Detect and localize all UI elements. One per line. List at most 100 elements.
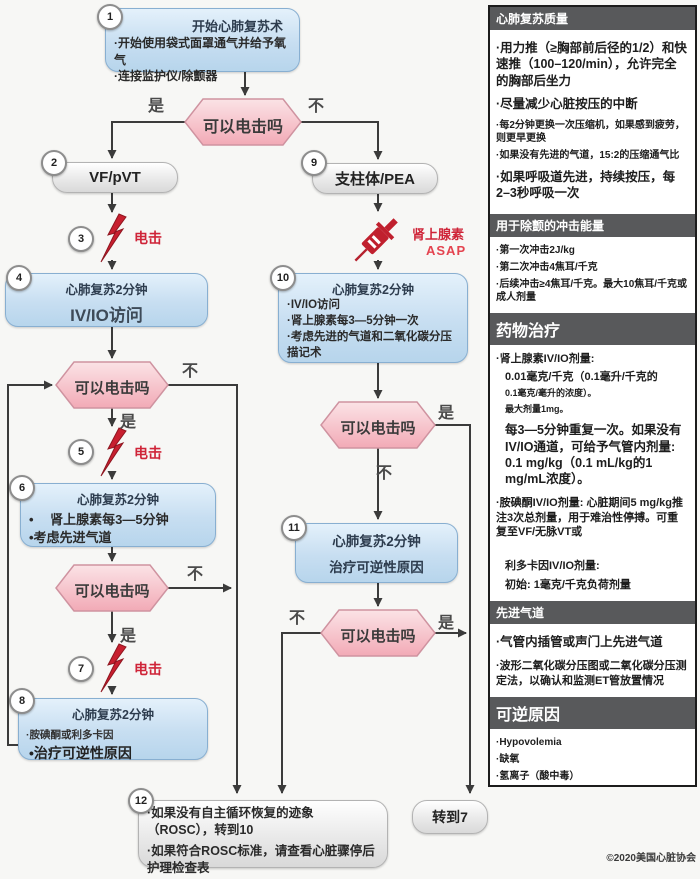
edge-label-no: 不 [289,610,306,627]
node-text: 心肺复苏2分钟 [332,534,421,549]
node-bullet: • 肾上腺素每3—5分钟 [29,512,169,527]
epinephrine-label: 肾上腺素 [412,227,465,242]
step-number-3: 3 [68,226,94,252]
decision-hexagon [320,609,436,657]
sidebar-section-shock-energy: 用于除颤的冲击能量 ·第一次冲击2J/kg·第二次冲击4焦耳/千克·后续冲击≥4… [490,213,695,313]
edge-label-no: 不 [308,98,325,115]
lightning-bolt-icon [100,427,127,477]
node-bullet: ·连接监护仪/除颤器 [114,69,218,84]
sidebar-item: 初始: 1毫克/千克负荷剂量 [505,578,631,591]
step-number-4: 4 [6,265,32,291]
node-title: 心肺复苏2分钟 [65,283,148,297]
section-header: 用于除颤的冲击能量 [490,213,695,237]
connector-lines [7,72,475,794]
sidebar-item: ·后续冲击≥4焦耳/千克。最大10焦耳/千克或成人剂量 [496,278,688,303]
section-body: ·第一次冲击2J/kg·第二次冲击4焦耳/千克·后续冲击≥4焦耳/千克。最大10… [490,237,695,313]
decision-label: 可以电击吗 [340,420,416,437]
node-bullet: ·肾上腺素每3—5分钟一次 [287,314,419,327]
step-number-8: 8 [9,688,35,714]
edge-label-yes: 是 [438,615,455,632]
node-asystole-pea: 支柱体/PEA [312,163,438,194]
edge-label-no: 不 [376,465,393,482]
node-title: 开始心肺复苏术 [191,19,283,34]
node-title: 心肺复苏2分钟 [72,708,154,722]
section-body: ·用力推（≥胸部前后径的1/2）和快速推（100–120/min），允许完全的胸… [490,30,695,214]
step-number-11: 11 [281,515,307,541]
sidebar-item: ·波形二氧化碳分压图或二氧化碳分压测定法，以确认和监测ET管放置情况 [496,660,687,687]
copyright-notice: ©2020美国心脏协会 [606,853,696,864]
step-number-1: 1 [97,4,123,30]
sidebar-section-reversible-causes: 可逆原因 ·Hypovolemia·缺氧·氢离子（酸中毒）·低血糖·Hypo–/… [490,696,695,785]
flowchart-graphics [7,72,475,794]
lightning-bolt-icon [100,213,127,263]
node-cpr-2min-amio: 心肺复苏2分钟 ·胺碘酮或利多卡因 •治疗可逆性原因 [18,698,208,761]
decision-hexagon [320,401,436,449]
node-cpr-2min-ivio: 心肺复苏2分钟 IV/IO访问 [5,273,208,327]
node-cpr-2min-reversible: 心肺复苏2分钟 治疗可逆性原因 [295,523,458,583]
decision-hexagon [55,564,169,612]
node-label: VF/pVT [89,169,141,186]
sidebar-section-advanced-airway: 先进气道 ·气管内插管或声门上先进气道·波形二氧化碳分压图或二氧化碳分压测定法，… [490,600,695,697]
step-number-6: 6 [9,475,35,501]
decision-hexagon [184,98,302,146]
node-cpr-2min-pea: 心肺复苏2分钟 ·IV/IO访问 ·肾上腺素每3—5分钟一次 ·考虑先进的气道和… [278,273,468,363]
section-body: ·Hypovolemia·缺氧·氢离子（酸中毒）·低血糖·Hypo–/hyper… [490,729,695,785]
syringe-icon [354,218,398,262]
sidebar-item: ·用力推（≥胸部前后径的1/2）和快速推（100–120/min），允许完全的胸… [496,41,687,88]
decision-hexagon [55,361,169,409]
step-number-12: 12 [128,788,154,814]
edge-label-no: 不 [182,363,199,380]
node-bullet: ·胺碘酮或利多卡因 [26,729,114,741]
decision-label: 可以电击吗 [74,583,150,600]
epinephrine-asap-label: ASAP [426,243,467,258]
node-bullet: ·考虑先进的气道和二氧化碳分压描记术 [287,330,452,359]
shock-label: 电击 [134,230,162,246]
step-number-2: 2 [41,150,67,176]
sidebar-item: 0.1毫克/毫升的浓度）。 [505,388,597,399]
sidebar-item: 利多卡因IV/IO剂量: [505,560,600,573]
step-number-10: 10 [270,265,296,291]
sidebar-item: ·缺氧 [496,753,520,765]
node-text: 治疗可逆性原因 [329,560,424,575]
shock-label: 电击 [134,661,162,677]
sidebar-item: ·尽量减少心脏按压的中断 [496,96,638,111]
sidebar-item: ·如果呼吸道先进，持续按压，每2–3秒呼吸一次 [496,170,676,201]
node-text: IV/IO访问 [70,306,143,325]
edge-label-yes: 是 [438,405,455,422]
sidebar-section-cpr-quality: 心肺复苏质量 ·用力推（≥胸部前后径的1/2）和快速推（100–120/min）… [490,7,695,214]
node-bullet: ·如果没有自主循环恢复的迹象（ROSC），转到10 [147,806,314,837]
step-number-9: 9 [301,150,327,176]
sidebar-item: ·胺碘酮IV/IO剂量: 心脏期间5 mg/kg推注3次总剂量，用于难治性停搏。… [496,497,684,539]
node-bullet: ·开始使用袋式面罩通气并给予氧气 [114,36,286,67]
node-title: 心肺复苏2分钟 [77,493,159,507]
decision-label: 可以电击吗 [340,628,416,645]
sidebar-item: ·气管内插管或声门上先进气道 [496,634,663,649]
sidebar-item: ·Hypovolemia [496,736,562,748]
decision-label: 可以电击吗 [74,380,150,397]
node-bullet: •治疗可逆性原因 [29,745,132,761]
section-header: 药物治疗 [490,312,695,345]
edge-label-no: 不 [187,566,204,583]
node-rosc-check: ·如果没有自主循环恢复的迹象（ROSC），转到10 ·如果符合ROSC标准，请查… [138,800,388,875]
edge-label-yes: 是 [120,414,137,431]
shock-label: 电击 [134,445,162,461]
node-bullet: ·IV/IO访问 [287,299,341,311]
sidebar-item: ·如果没有先进的气道，15:2的压缩通气比 [496,150,680,161]
sidebar-item: 0.01毫克/千克（0.1毫升/千克的 [505,370,658,383]
reference-sidebar: 心肺复苏质量 ·用力推（≥胸部前后径的1/2）和快速推（100–120/min）… [488,5,697,787]
sidebar-item: ·氢离子（酸中毒） [496,770,580,782]
node-label: 转到7 [432,809,468,825]
step-number-7: 7 [68,656,94,682]
edge-label-yes: 是 [120,628,137,645]
node-goto-7: 转到7 [412,800,488,834]
section-header: 可逆原因 [490,696,695,729]
lightning-bolt-icon [100,643,127,693]
step-number-5: 5 [68,439,94,465]
flowchart-area: 开始心肺复苏术 ·开始使用袋式面罩通气并给予氧气 ·连接监护仪/除颤器 VF/p… [5,4,488,875]
section-header: 心肺复苏质量 [490,7,695,30]
node-bullet: ·如果符合ROSC标准，请查看心脏骤停后护理检查表 [147,843,375,875]
sidebar-item: ·每2分钟更换一次压缩机，如果感到疲劳，则更早更换 [496,120,685,144]
